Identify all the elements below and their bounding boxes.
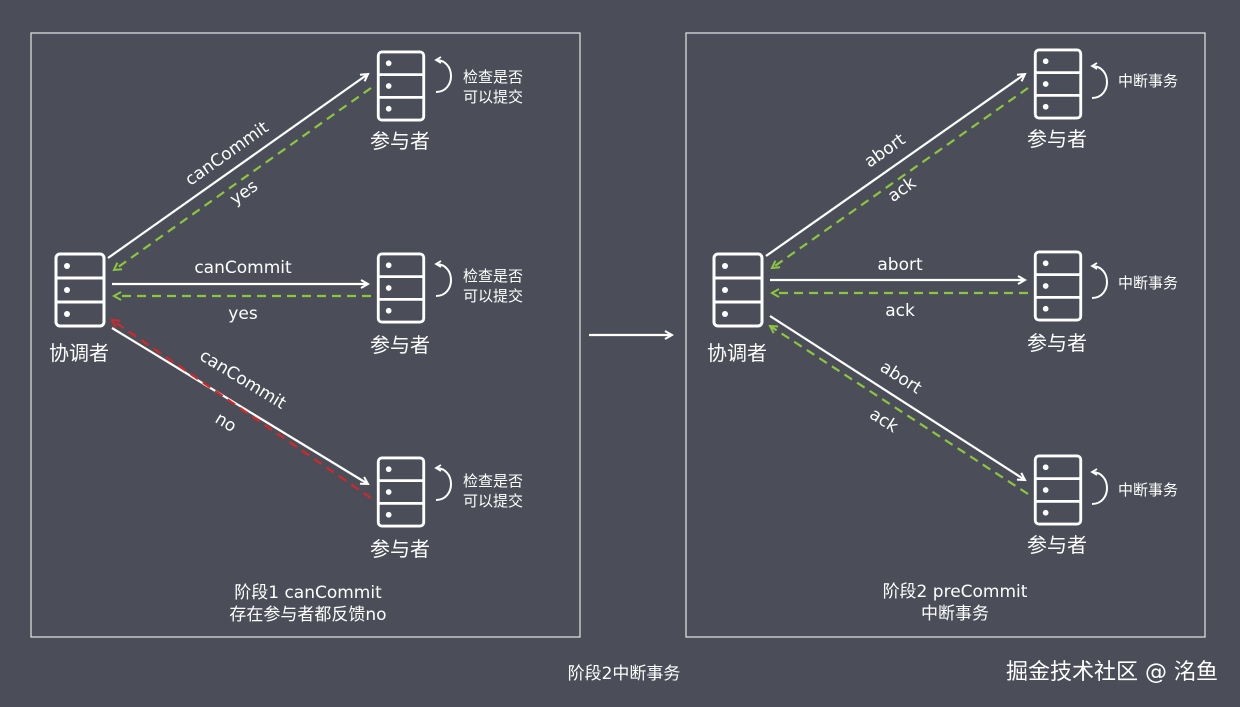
participant-note-line1: 检查是否 [463,472,523,490]
participant-note-line1: 检查是否 [463,267,523,285]
watermark: 掘金技术社区 @ 洺鱼 [1006,660,1218,685]
top-reply-label: ack [884,173,920,206]
abort-arrow [765,74,1025,257]
bot-request-label: canCommit [196,346,290,414]
participant-server-icon [1033,48,1083,120]
phase2-caption-title: 阶段2 preCommit [883,582,1028,602]
cancommit-arrow [111,327,368,484]
participant-note-line2: 可以提交 [463,88,523,106]
participant-server-icon [376,252,426,324]
top-request-label: canCommit [182,117,273,190]
participant-note: 中断事务 [1118,274,1178,292]
mid-request-label: canCommit [194,258,292,278]
coordinator-label: 协调者 [49,341,109,365]
ack-reply-arrow [770,326,1029,495]
participant-label: 参与者 [370,129,430,153]
cancommit-arrow [107,74,368,259]
self-check-loop-icon [434,260,452,297]
phase2-panel: 协调者 参与者 中断事务 参与者 中断事务 参与者 中断事务 abort ack… [685,32,1206,638]
no-reply-arrow [112,320,372,499]
ack-reply-arrow [772,87,1029,268]
participant-server-icon [1033,250,1083,322]
phase2-frame [685,32,1206,638]
abort-arrow [769,315,1025,480]
top-request-label: abort [861,130,910,173]
mid-reply-label: ack [885,301,915,321]
self-check-loop-icon [434,56,452,93]
participant-note: 中断事务 [1118,72,1178,90]
participant-note: 中断事务 [1118,481,1178,499]
participant-label: 参与者 [1027,533,1087,557]
yes-reply-arrow [114,87,372,270]
participant-note-line2: 可以提交 [463,492,523,510]
phase1-frame [30,32,581,638]
footer-caption: 阶段2中断事务 [568,664,681,684]
coordinator-server-icon [54,252,106,328]
participant-server-icon [376,50,426,122]
phase2-caption-subtitle: 中断事务 [921,604,989,624]
phase1-caption-title: 阶段1 canCommit [234,583,382,603]
phase1-panel: 协调者 参与者 检查是否 可以提交 参与者 检查是否 可以提交 参与者 检查是否… [30,32,581,638]
bot-reply-label: no [211,409,240,437]
participant-label: 参与者 [1027,127,1087,151]
participant-label: 参与者 [370,537,430,561]
participant-server-icon [376,456,426,528]
mid-request-label: abort [877,255,923,275]
coordinator-server-icon [712,252,764,328]
participant-note-line1: 检查是否 [463,68,523,86]
mid-reply-label: yes [228,304,258,324]
bot-request-label: abort [876,357,925,398]
self-check-loop-icon [1090,468,1108,505]
top-reply-label: yes [226,176,262,209]
participant-label: 参与者 [370,333,430,357]
self-check-loop-icon [1090,62,1108,99]
coordinator-label: 协调者 [707,341,767,365]
phase1-caption-subtitle: 存在参与者都反馈no [229,605,386,625]
self-check-loop-icon [434,464,452,501]
self-check-loop-icon [1090,262,1108,299]
participant-note-line2: 可以提交 [463,287,523,305]
participant-server-icon [1033,454,1083,526]
participant-label: 参与者 [1027,331,1087,355]
